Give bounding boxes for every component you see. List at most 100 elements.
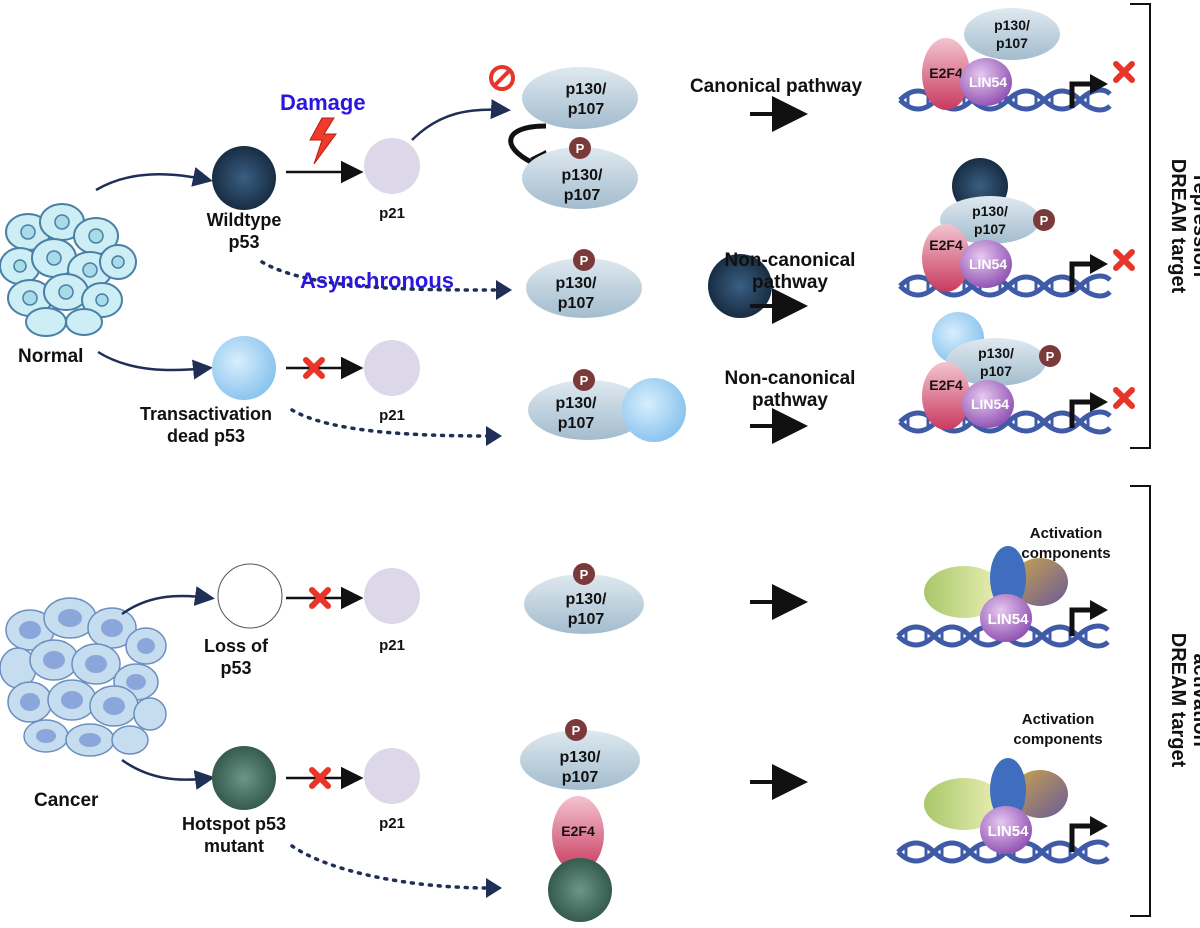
cancer-label: Cancer xyxy=(34,790,99,811)
activation-label-2: activation xyxy=(1189,653,1200,746)
arrowhead-2 xyxy=(486,426,502,446)
wildtype-label-1: Wildtype xyxy=(207,210,282,230)
phospho-badge xyxy=(573,249,595,271)
asynchronous-label: Asynchronous xyxy=(300,268,454,293)
curved-arrow xyxy=(508,123,547,169)
no-entry-icon xyxy=(489,65,515,91)
e2f4-bound xyxy=(552,796,604,872)
loss-p53-circle xyxy=(217,563,283,629)
damage-label: Damage xyxy=(280,90,366,115)
phospho-badge xyxy=(573,369,595,391)
arrow-normal-to-wildtype xyxy=(95,167,213,192)
noncanonical-label-1a: Non-canonical xyxy=(725,250,856,271)
p21-label-1: p21 xyxy=(379,205,405,222)
arrow-cancer-to-hotspot xyxy=(121,758,215,790)
phospho-badge xyxy=(573,563,595,585)
svg-text:p107: p107 xyxy=(568,611,605,628)
p107-text: p107 xyxy=(568,101,605,118)
canonical-pocket-group: p130/ p107 P p130/ p107 xyxy=(489,65,638,209)
dotted-arrow-tad xyxy=(290,408,492,438)
wildtype-p53-circle xyxy=(212,146,276,210)
wildtype-label-2: p53 xyxy=(228,232,259,252)
tad-p53-circle xyxy=(212,336,276,400)
svg-text:p107: p107 xyxy=(558,415,595,432)
svg-text:LIN54: LIN54 xyxy=(969,256,1007,272)
noncanonical-label-1b: pathway xyxy=(752,272,828,293)
dream-complex-noncanonical-1: p130/ p107 P E2F4 LIN54 xyxy=(900,158,1132,296)
dream-activation-hotspot: Activation components LIN54 xyxy=(898,711,1108,862)
p21-label-4: p21 xyxy=(379,815,405,832)
svg-text:p107: p107 xyxy=(562,769,599,786)
canonical-label: Canonical pathway xyxy=(690,76,863,97)
wildtype-p53-bound xyxy=(708,254,772,318)
svg-text:E2F4: E2F4 xyxy=(929,237,963,253)
svg-text:p130/: p130/ xyxy=(994,17,1030,33)
dream-complex-noncanonical-2: p130/ p107 P E2F4 LIN54 xyxy=(900,312,1132,432)
svg-text:P: P xyxy=(1046,349,1055,364)
hotspot-label-1: Hotspot p53 xyxy=(182,814,286,834)
arrowhead-3 xyxy=(486,878,502,898)
dream-activation-loss: Activation components LIN54 xyxy=(898,525,1111,646)
phospho-badge xyxy=(569,137,591,159)
repression-bracket xyxy=(1130,3,1151,449)
svg-text:LIN54: LIN54 xyxy=(988,823,1030,840)
svg-text:Activation: Activation xyxy=(1022,711,1095,728)
arrow-cancer-to-loss xyxy=(121,586,215,616)
svg-text:p107: p107 xyxy=(564,187,601,204)
svg-text:p130/: p130/ xyxy=(562,167,603,184)
normal-cells-icon xyxy=(0,203,137,337)
svg-text:p107: p107 xyxy=(974,221,1006,237)
dream-complex-canonical: p130/ p107 E2F4 LIN54 xyxy=(900,8,1132,110)
hotspot-label-2: mutant xyxy=(204,836,264,856)
svg-text:p130/: p130/ xyxy=(972,203,1008,219)
repression-x-icon xyxy=(1116,252,1132,268)
loss-pocket-group: P p130/ p107 xyxy=(524,563,644,634)
p130-text: p130/ xyxy=(566,81,607,98)
svg-text:Activation: Activation xyxy=(1030,525,1103,542)
svg-text:components: components xyxy=(1013,731,1102,748)
tss-arrow xyxy=(1069,81,1094,108)
repression-x-icon xyxy=(1116,390,1132,406)
arrow-p21-to-pocket xyxy=(411,99,511,141)
lightning-icon xyxy=(309,117,337,165)
svg-text:LIN54: LIN54 xyxy=(971,396,1009,412)
tad-label-2: dead p53 xyxy=(167,426,245,446)
svg-text:E2F4: E2F4 xyxy=(929,377,963,393)
repression-label-2: repression xyxy=(1189,175,1200,277)
arrowhead-1 xyxy=(496,280,512,300)
svg-text:p130/: p130/ xyxy=(978,345,1014,361)
tad-label-1: Transactivation xyxy=(140,404,272,424)
svg-text:LIN54: LIN54 xyxy=(969,74,1007,90)
svg-text:p107: p107 xyxy=(996,35,1028,51)
svg-text:p107: p107 xyxy=(980,363,1012,379)
dotted-arrow-hotspot xyxy=(290,844,492,890)
svg-text:p130/: p130/ xyxy=(560,749,601,766)
p21-label-2: p21 xyxy=(379,407,405,424)
svg-text:LIN54: LIN54 xyxy=(988,611,1030,628)
hotspot-pocket-group: P p130/ p107 E2F4 xyxy=(520,719,640,922)
phospho-badge xyxy=(565,719,587,741)
svg-text:p107: p107 xyxy=(558,295,595,312)
arrow-normal-to-tad xyxy=(97,350,213,380)
noncanonical-label-2a: Non-canonical xyxy=(725,368,856,389)
tad-p53-bound xyxy=(622,378,686,442)
p21-label-3: p21 xyxy=(379,637,405,654)
svg-text:P: P xyxy=(580,567,589,582)
noncanonical-pocket-group-2: P p130/ p107 xyxy=(528,369,686,442)
repression-label-1: DREAM target xyxy=(1167,159,1189,294)
svg-text:p130/: p130/ xyxy=(556,395,597,412)
dotted-arrow-wildtype xyxy=(260,260,502,292)
loss-label-2: p53 xyxy=(220,658,251,678)
noncanonical-pocket-group-1: P p130/ p107 xyxy=(526,249,772,318)
loss-label-1: Loss of xyxy=(204,636,269,656)
svg-text:P: P xyxy=(580,253,589,268)
svg-text:components: components xyxy=(1021,545,1110,562)
svg-text:P: P xyxy=(576,141,585,156)
p130-p107-phos xyxy=(522,147,638,209)
activation-label-1: DREAM target xyxy=(1167,633,1189,768)
noncanonical-label-2b: pathway xyxy=(752,390,828,411)
p21-circle-1 xyxy=(364,138,420,194)
svg-text:E2F4: E2F4 xyxy=(929,65,963,81)
